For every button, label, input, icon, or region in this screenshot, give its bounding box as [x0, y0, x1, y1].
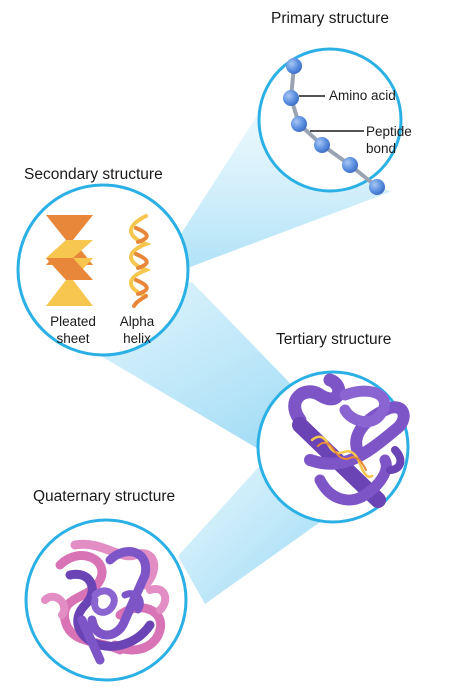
alpha-helix-icon: [129, 214, 152, 308]
amino-acid-bead: [283, 90, 299, 106]
primary-structure-title: Primary structure: [271, 10, 389, 27]
amino-acid-bead: [342, 157, 358, 173]
quaternary-structure-title: Quaternary structure: [33, 488, 176, 505]
amino-acid-bead: [291, 116, 307, 132]
alpha-helix-label: Alpha helix: [119, 314, 155, 346]
amino-acid-label: Amino acid: [329, 88, 396, 103]
secondary-structure-circle: [16, 183, 190, 357]
tertiary-structure-circle: [256, 370, 410, 524]
amino-acid-bead: [314, 137, 330, 153]
quaternary-structure-circle: [24, 518, 188, 682]
primary-structure-circle: [257, 47, 403, 195]
peptide-bond-label: Peptide bond: [366, 124, 412, 156]
amino-acid-bead: [369, 179, 385, 195]
pleated-sheet-icon: [46, 215, 93, 306]
amino-acid-bead: [286, 58, 302, 74]
secondary-structure-title: Secondary structure: [24, 166, 163, 183]
beam-primary-to-secondary: [150, 108, 390, 282]
tertiary-structure-title: Tertiary structure: [276, 331, 392, 348]
pleated-sheet-label: Pleated sheet: [50, 314, 96, 346]
